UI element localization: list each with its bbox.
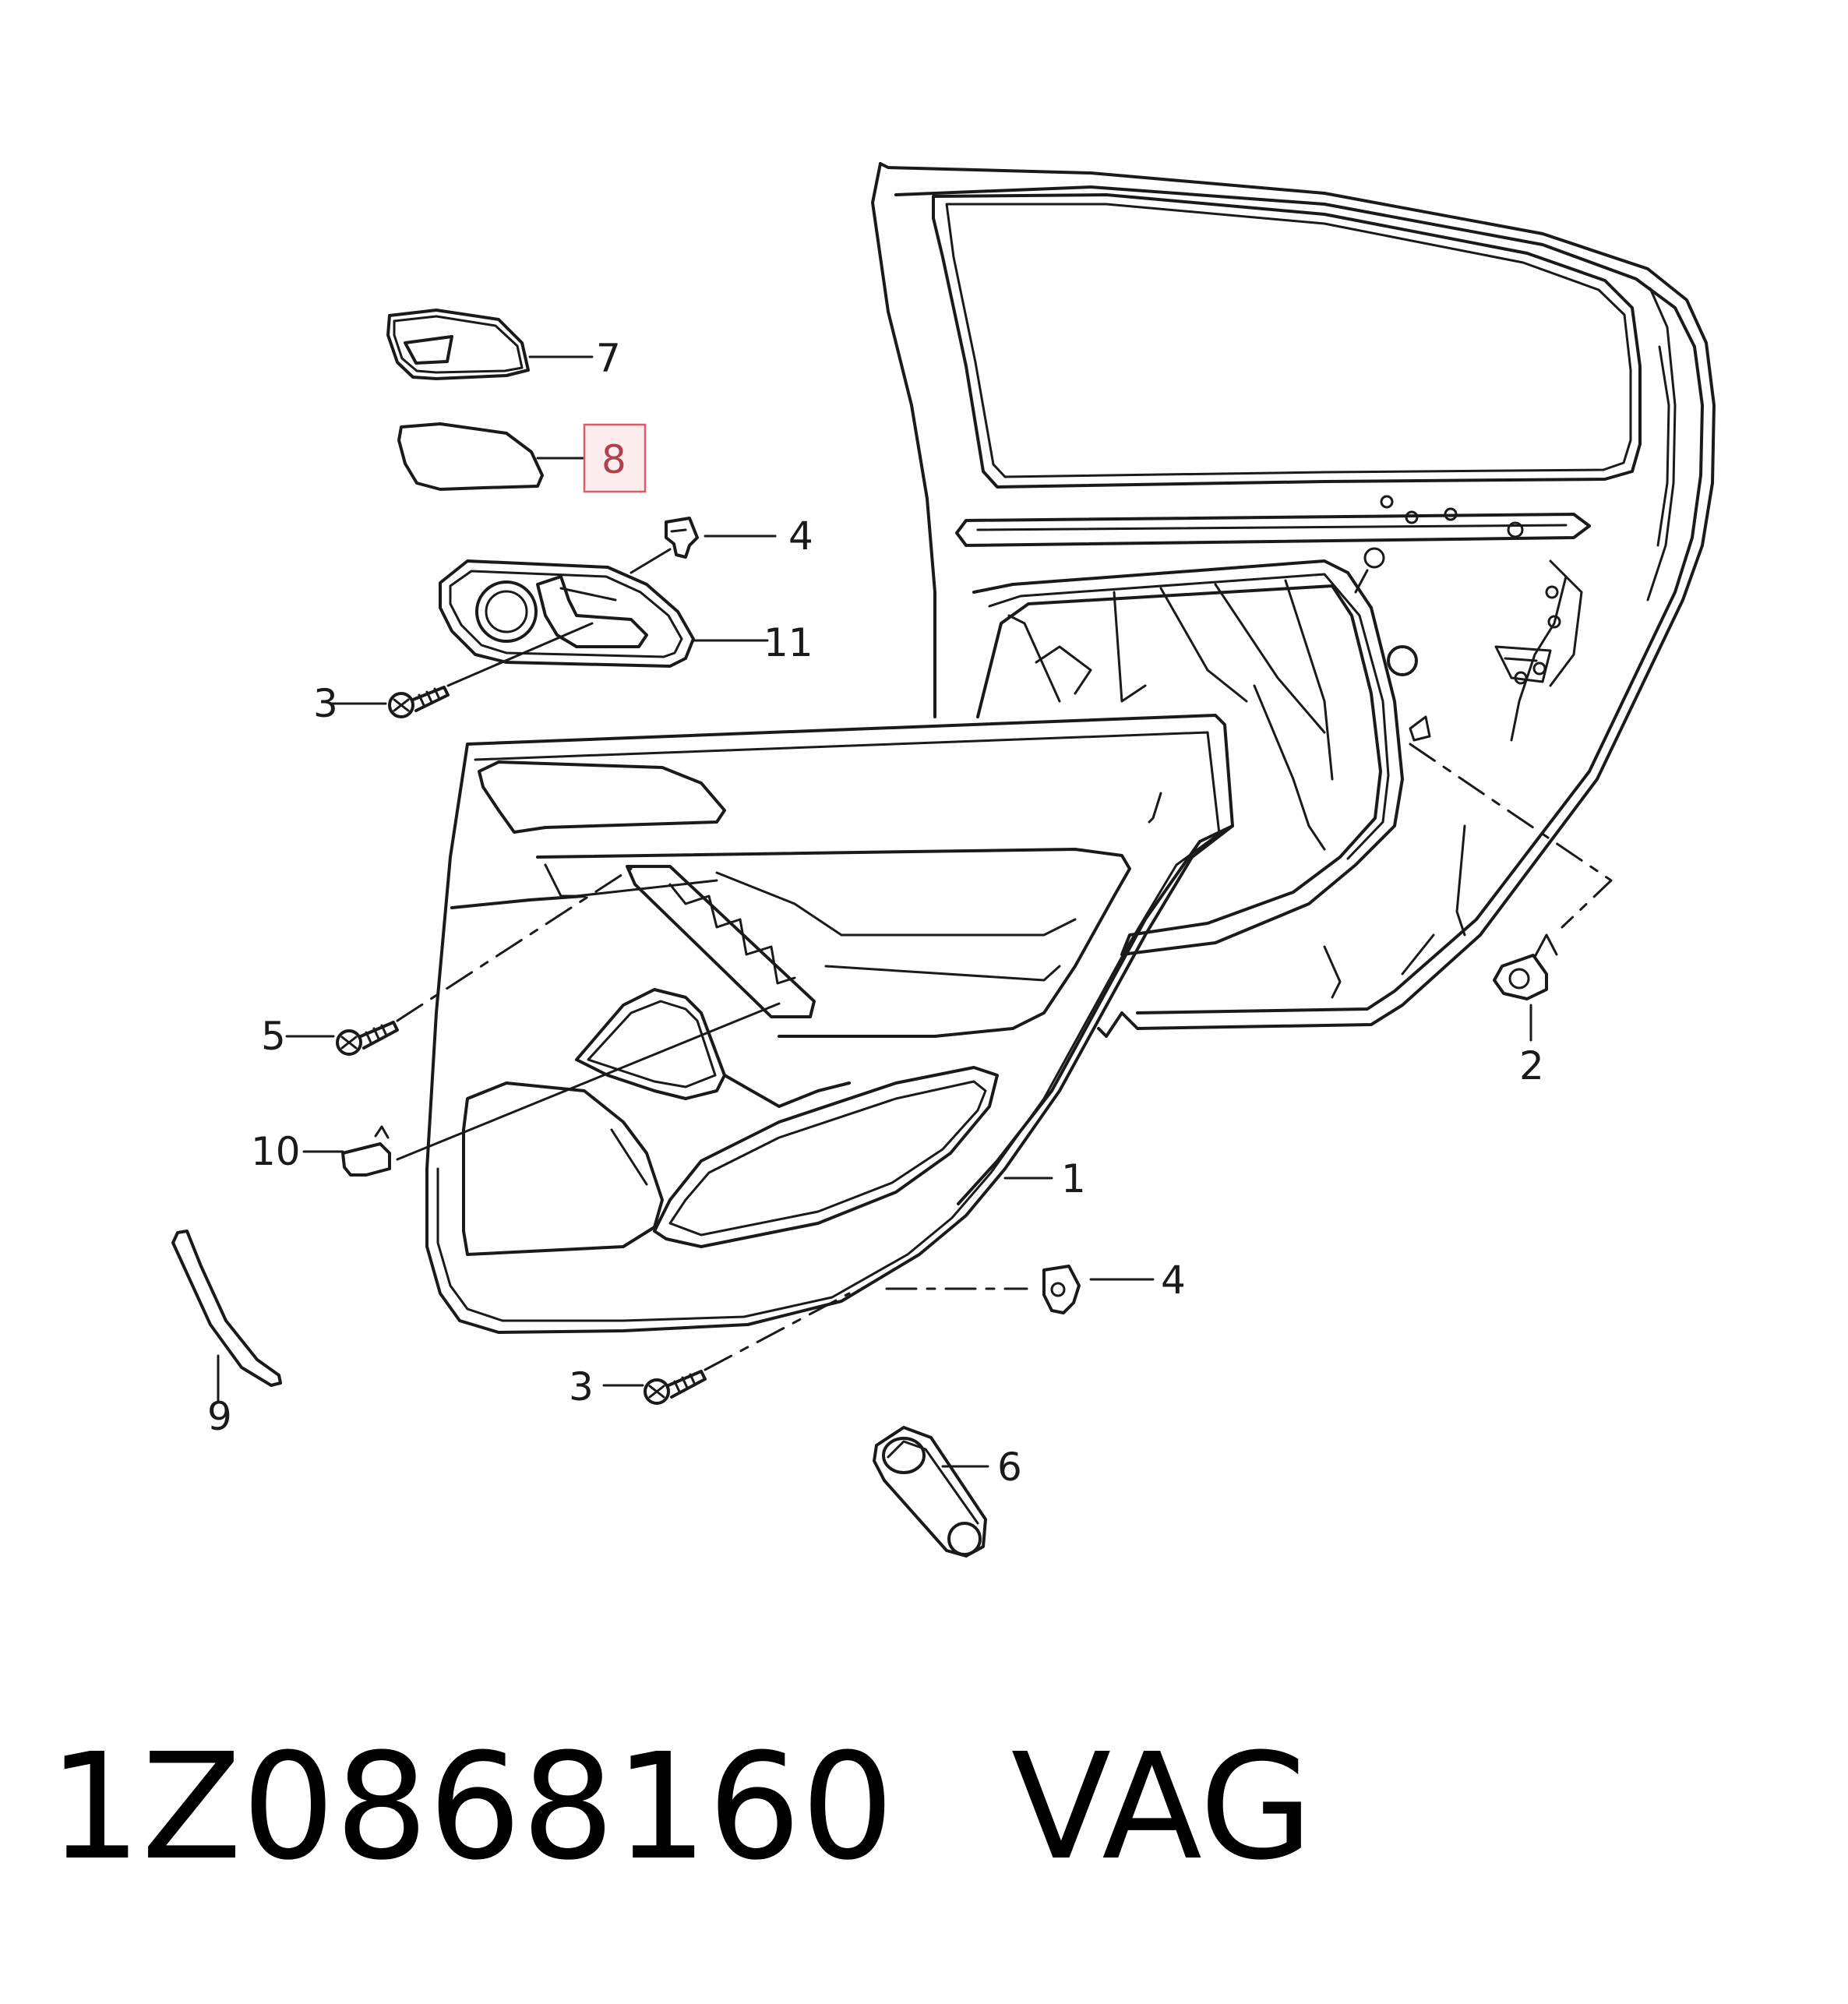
screw-part-3-upper: [330, 622, 594, 718]
handle-bezel-part-11: [439, 559, 769, 668]
callout-6: 6: [997, 1445, 1022, 1490]
callout-7: 7: [596, 336, 621, 381]
door-trim-panel: [425, 714, 1234, 1334]
part-label: 1Z0868160 VAG: [48, 1718, 1313, 1897]
callout-9: 9: [207, 1394, 232, 1439]
push-clip-part-2: [1409, 743, 1613, 1042]
callout-4-lower: 4: [1161, 1258, 1186, 1303]
callout-3-upper: 3: [313, 681, 338, 726]
screw-part-5: [285, 867, 633, 1056]
callout-4-upper: 4: [788, 513, 813, 559]
clip-part-4-upper: [630, 517, 777, 574]
callout-8-highlight-box: [583, 423, 647, 493]
callout-2: 2: [1519, 1043, 1544, 1088]
callout-5: 5: [261, 1014, 286, 1059]
door-shell: [871, 162, 1716, 1038]
trim-strip-part-9: [171, 1230, 282, 1404]
brand-name: VAG: [1010, 1722, 1314, 1893]
clip-part-10: [302, 1002, 781, 1177]
callout-10: 10: [251, 1129, 301, 1174]
clip-part-4-lower: [885, 1265, 1155, 1314]
window-crank-part-6: [873, 1426, 989, 1558]
cover-cap-part-7: [386, 309, 594, 380]
screw-part-3-lower: [602, 1292, 851, 1405]
callout-3-lower: 3: [569, 1364, 594, 1410]
callout-8: 8: [601, 437, 626, 482]
callout-1: 1: [1061, 1156, 1086, 1201]
cover-cap-part-8: [397, 422, 594, 491]
callout-11: 11: [764, 620, 813, 665]
part-number: 1Z0868160: [48, 1722, 894, 1893]
